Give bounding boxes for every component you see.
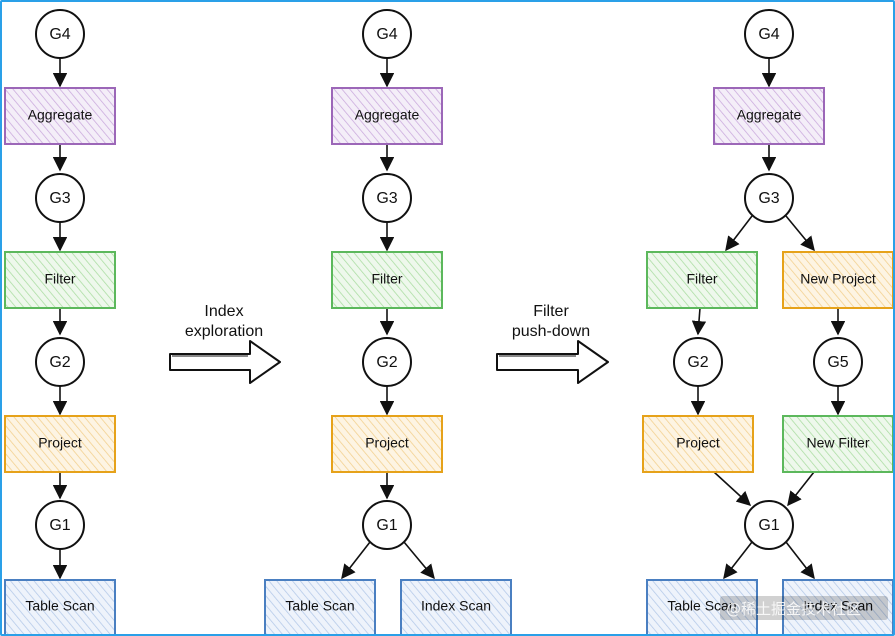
- op-table-scan: Table Scan: [646, 579, 758, 634]
- op-label: Index Scan: [803, 598, 873, 614]
- watermark-text: @稀土掘金技术社区: [726, 600, 861, 618]
- op-label: Table Scan: [285, 598, 354, 614]
- op-label: Filter: [686, 271, 717, 287]
- transition-label-line1: Index: [204, 303, 243, 320]
- op-label: Project: [38, 435, 82, 451]
- op-new-filter: New Filter: [782, 415, 893, 473]
- op-label: Aggregate: [737, 107, 802, 123]
- group-label: G2: [376, 354, 397, 371]
- transition-index-exploration: Index exploration: [169, 303, 281, 384]
- group-label: G3: [376, 190, 397, 207]
- op-index-scan: Index Scan: [782, 579, 893, 634]
- hollow-arrow-icon: [496, 340, 609, 384]
- group-label: G4: [758, 26, 779, 43]
- group-node-g4: G4: [35, 9, 85, 59]
- group-node-g2: G2: [362, 337, 412, 387]
- op-label: Filter: [371, 271, 402, 287]
- group-node-g5: G5: [813, 337, 863, 387]
- op-project: Project: [642, 415, 754, 473]
- panel-2: G4 Aggregate G3 Filter G2 Project G1 Ta: [264, 9, 512, 634]
- op-label: Table Scan: [667, 598, 736, 614]
- op-label: Table Scan: [25, 598, 94, 614]
- op-filter: Filter: [646, 251, 758, 309]
- op-aggregate: Aggregate: [713, 87, 825, 145]
- op-filter: Filter: [4, 251, 116, 309]
- group-label: G1: [758, 517, 779, 534]
- op-label: Aggregate: [355, 107, 420, 123]
- group-label: G4: [376, 26, 397, 43]
- op-table-scan: Table Scan: [264, 579, 376, 634]
- transition-label-line2: exploration: [185, 323, 263, 340]
- group-node-g1: G1: [362, 500, 412, 550]
- op-label: New Project: [800, 271, 876, 287]
- group-label: G5: [827, 354, 848, 371]
- op-label: Aggregate: [28, 107, 93, 123]
- transition-label-line1: Filter: [533, 303, 569, 320]
- op-aggregate: Aggregate: [331, 87, 443, 145]
- group-label: G4: [49, 26, 70, 43]
- group-label: G1: [49, 517, 70, 534]
- op-label: Project: [676, 435, 720, 451]
- group-node-g3: G3: [744, 173, 794, 223]
- op-project: Project: [331, 415, 443, 473]
- op-table-scan: Table Scan: [4, 579, 116, 634]
- group-label: G2: [49, 354, 70, 371]
- op-label: Index Scan: [421, 598, 491, 614]
- panel-1: G4 Aggregate G3 Filter G2 Project G1 Ta: [4, 9, 116, 634]
- op-aggregate: Aggregate: [4, 87, 116, 145]
- transition-filter-push-down: Filter push-down: [496, 303, 609, 384]
- op-project: Project: [4, 415, 116, 473]
- op-label: Filter: [44, 271, 75, 287]
- op-filter: Filter: [331, 251, 443, 309]
- op-new-project: New Project: [782, 251, 893, 309]
- group-label: G2: [687, 354, 708, 371]
- group-node-g2: G2: [35, 337, 85, 387]
- group-node-g2: G2: [673, 337, 723, 387]
- group-node-g3: G3: [35, 173, 85, 223]
- group-node-g4: G4: [362, 9, 412, 59]
- group-label: G3: [49, 190, 70, 207]
- group-node-g1: G1: [35, 500, 85, 550]
- group-label: G3: [758, 190, 779, 207]
- group-node-g1: G1: [744, 500, 794, 550]
- watermark: @稀土掘金技术社区: [720, 596, 888, 620]
- op-index-scan: Index Scan: [400, 579, 512, 634]
- group-label: G1: [376, 517, 397, 534]
- panel-3: G4 Aggregate G3 Filter New Project G2 G5: [642, 9, 893, 634]
- op-label: New Filter: [806, 435, 869, 451]
- group-node-g4: G4: [744, 9, 794, 59]
- transition-label-line2: push-down: [512, 323, 590, 340]
- op-label: Project: [365, 435, 409, 451]
- hollow-arrow-icon: [169, 340, 281, 384]
- group-node-g3: G3: [362, 173, 412, 223]
